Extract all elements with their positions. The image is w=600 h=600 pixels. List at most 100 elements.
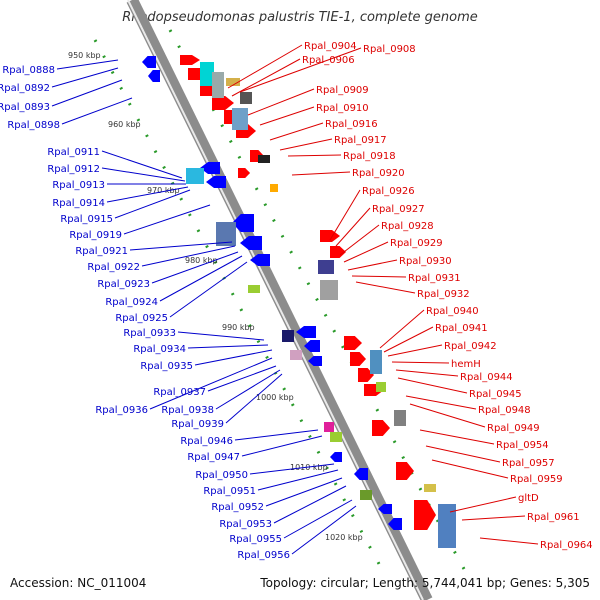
- right-gene-label: Rpal_0948: [478, 405, 531, 416]
- left-gene-label: Rpal_0898: [7, 120, 60, 131]
- reverse-gene-arrow: [296, 326, 316, 338]
- tick-label: 990 kbp: [222, 323, 255, 332]
- left-gene-label: Rpal_0914: [52, 198, 105, 209]
- right-leader-lines: [227, 44, 539, 545]
- right-leader-line: [419, 429, 495, 445]
- left-gene-label: Rpal_0913: [52, 180, 105, 191]
- right-gene-label: Rpal_0928: [381, 221, 434, 232]
- right-gene-label: Rpal_0918: [343, 151, 396, 162]
- left-gene-label: Rpal_0947: [187, 452, 240, 463]
- right-gene-label: Rpal_0932: [417, 289, 470, 300]
- right-leader-line: [279, 138, 333, 151]
- left-gene-label: Rpal_0893: [0, 102, 50, 113]
- right-leader-line: [449, 496, 517, 513]
- right-leader-line: [397, 377, 468, 394]
- forward-gene-arrow: [238, 168, 250, 178]
- reverse-gene-arrow: [330, 452, 342, 462]
- forward-gene-arrow: [212, 96, 234, 110]
- tick-label: 1000 kbp: [256, 393, 294, 402]
- right-gene-label: Rpal_0944: [460, 372, 513, 383]
- right-leader-line: [227, 44, 303, 89]
- right-leader-line: [409, 403, 486, 428]
- gene-features: [142, 55, 456, 548]
- left-gene-label: Rpal_0911: [47, 147, 100, 158]
- right-gene-label: Rpal_0959: [510, 474, 563, 485]
- genome-backbone-highlight: [127, 0, 424, 600]
- gene-feature-block: [226, 78, 240, 86]
- left-gene-label: Rpal_0922: [87, 262, 140, 273]
- forward-gene-arrow: [180, 55, 200, 65]
- forward-gene-arrow: [320, 230, 340, 242]
- genome-summary-text: Topology: circular; Length: 5,744,041 bp…: [260, 576, 590, 590]
- feature-track-right: [168, 29, 472, 581]
- left-gene-label: Rpal_0921: [75, 246, 128, 257]
- left-leader-line: [51, 67, 119, 88]
- right-gene-label: Rpal_0941: [435, 323, 488, 334]
- right-gene-label: Rpal_0910: [316, 103, 369, 114]
- right-gene-label: Rpal_0957: [502, 458, 555, 469]
- right-leader-line: [395, 369, 459, 377]
- right-gene-label: Rpal_0929: [390, 238, 443, 249]
- right-leader-line: [383, 326, 434, 353]
- left-leader-line: [249, 463, 335, 475]
- right-gene-label: Rpal_0904: [304, 41, 357, 52]
- right-leader-line: [461, 515, 526, 521]
- left-gene-label: Rpal_0925: [115, 313, 168, 324]
- right-gene-label: Rpal_0961: [527, 512, 580, 523]
- reverse-gene-arrow: [200, 162, 220, 174]
- right-gene-label: Rpal_0949: [487, 423, 540, 434]
- gene-feature-block: [324, 422, 334, 432]
- left-gene-label: Rpal_0933: [123, 328, 176, 339]
- accession-text: Accession: NC_011004: [10, 576, 147, 590]
- left-leader-line: [61, 97, 133, 125]
- left-leader-line: [141, 245, 236, 267]
- genome-backbone: [126, 0, 433, 600]
- right-gene-label: Rpal_0945: [469, 389, 522, 400]
- right-leader-line: [355, 281, 416, 294]
- left-gene-label: Rpal_0936: [95, 405, 148, 416]
- right-gene-label: Rpal_0942: [444, 341, 497, 352]
- right-leader-line: [291, 171, 351, 176]
- reverse-gene-arrow: [378, 504, 392, 514]
- forward-gene-arrow: [396, 462, 414, 480]
- left-gene-label: Rpal_0915: [60, 214, 113, 225]
- left-leader-line: [291, 505, 357, 555]
- left-gene-labels: Rpal_0888Rpal_0892Rpal_0893Rpal_0898Rpal…: [0, 65, 290, 561]
- gene-feature-block: [376, 382, 386, 392]
- left-leader-line: [187, 344, 269, 349]
- forward-gene-arrow: [372, 420, 390, 436]
- right-leader-line: [231, 58, 301, 97]
- right-leader-line: [247, 88, 315, 116]
- reverse-gene-arrow: [354, 468, 368, 480]
- left-leader-line: [129, 241, 233, 251]
- left-leader-line: [101, 150, 183, 179]
- left-leader-line: [159, 255, 243, 302]
- left-leader-line: [225, 373, 283, 424]
- tick-label: 1010 kbp: [290, 463, 328, 472]
- left-leader-line: [215, 369, 281, 410]
- left-leader-line: [273, 485, 347, 524]
- gene-feature-block: [212, 72, 224, 98]
- right-gene-label: Rpal_0954: [496, 440, 549, 451]
- reverse-gene-arrow: [304, 340, 320, 352]
- right-leader-line: [479, 537, 539, 545]
- reverse-gene-arrow: [232, 214, 254, 232]
- left-leader-line: [101, 167, 186, 182]
- reverse-gene-arrow: [142, 56, 156, 68]
- forward-gene-arrow: [344, 336, 362, 350]
- right-leader-line: [351, 275, 407, 278]
- right-gene-label: Rpal_0917: [334, 135, 387, 146]
- left-leader-line: [106, 186, 189, 203]
- reverse-gene-arrow: [388, 518, 402, 530]
- left-leader-line: [56, 59, 119, 70]
- gene-feature-block: [318, 260, 334, 274]
- gene-feature-block: [216, 222, 236, 246]
- right-gene-label: Rpal_0906: [302, 55, 355, 66]
- left-leader-line: [114, 189, 191, 219]
- left-gene-label: Rpal_0912: [47, 164, 100, 175]
- right-gene-label: Rpal_0916: [325, 119, 378, 130]
- gene-feature-block: [186, 168, 204, 184]
- left-leader-line: [257, 469, 339, 491]
- right-leader-line: [347, 259, 398, 271]
